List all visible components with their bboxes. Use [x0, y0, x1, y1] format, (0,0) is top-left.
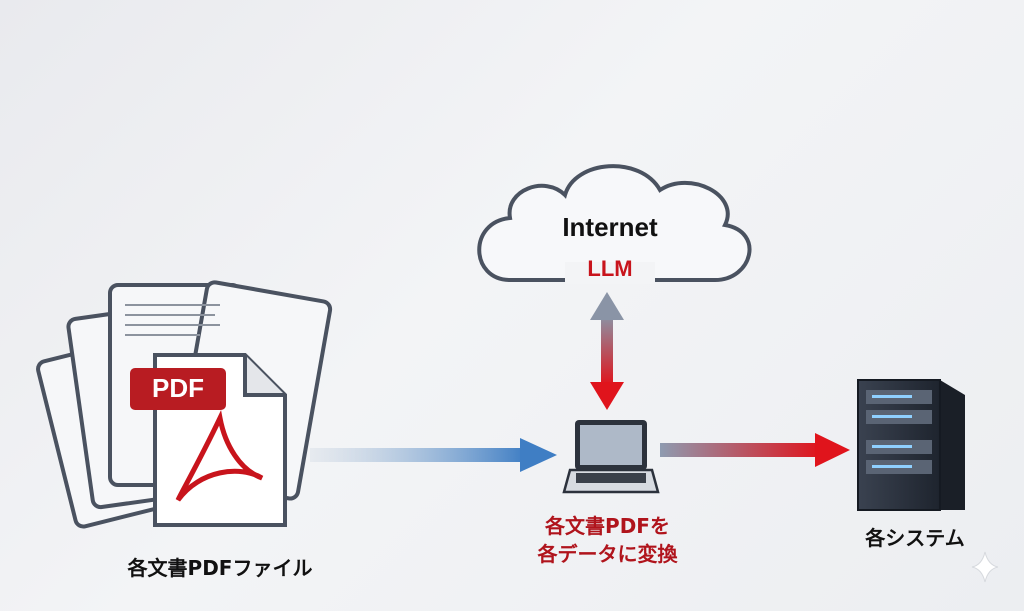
arrow-right-blue-icon — [310, 438, 557, 472]
cloud-icon — [477, 164, 752, 284]
arrow-right-red-icon — [660, 433, 850, 467]
acrobat-logo-icon — [175, 409, 264, 502]
pdf-tag-badge — [130, 368, 226, 410]
server-icon — [857, 379, 965, 511]
pdf-tag-text: PDF — [152, 373, 204, 403]
laptop-label-line1: 各文書PDFを — [545, 514, 670, 538]
cloud-title: Internet — [562, 212, 658, 242]
pdf-files-label: 各文書PDFファイル — [127, 556, 313, 580]
systems-label: 各システム — [865, 526, 965, 550]
laptop-label-line2: 各データに変換 — [537, 542, 678, 566]
laptop-label: 各文書PDFを 各データに変換 — [500, 512, 715, 568]
cloud-llm-label: LLM — [587, 256, 633, 281]
laptop-icon — [562, 420, 660, 494]
sparkle-icon — [971, 551, 999, 583]
bidirectional-arrow-icon — [590, 292, 624, 410]
